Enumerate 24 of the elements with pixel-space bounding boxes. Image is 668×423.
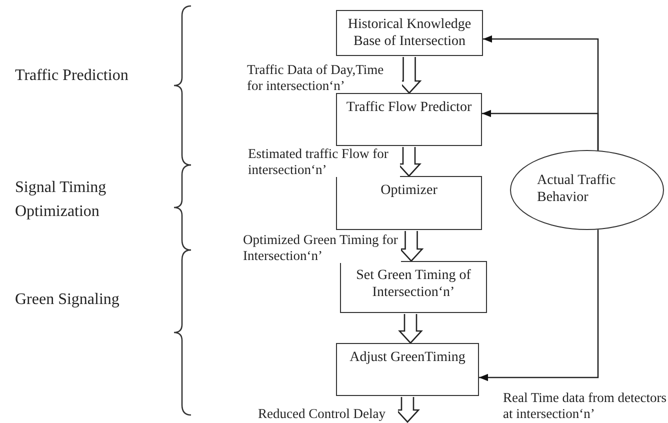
node-text: Set Green Timing of Intersection‘n’ [355,268,472,302]
edge-label: Real Time data from detectors at intersection‘n’ [503,390,668,422]
process-box [336,10,483,56]
process-box [336,93,482,146]
phase-label: Green Signaling [15,290,120,310]
node-text: Adjust GreenTiming [350,350,466,367]
process-box [336,176,482,230]
arrow [479,230,599,382]
edge-label: Reduced Control Delay [258,406,398,422]
process-box [336,343,479,396]
block-arrow [398,230,424,262]
node-text: Optimizer [380,183,438,200]
node-text: Traffic Flow Predictor [346,100,472,117]
phase-label: Signal Timing Optimization [15,178,108,222]
edge-label: Traffic Data of Day,Time for intersection‘n’ [247,62,402,94]
block-arrow [395,396,420,423]
process-box [340,261,487,313]
node-text: Historical Knowledge Base of Intersection [346,17,472,51]
edge-label: Optimized Green Timing for Intersection‘n’ [243,232,401,264]
phase-label: Traffic Prediction [15,66,130,86]
edge-label: Estimated traffic Flow for intersection‘n’ [248,146,400,178]
block-arrow [398,313,423,344]
node-text: Actual Traffic Behavior [537,173,617,207]
arrow [482,110,599,150]
